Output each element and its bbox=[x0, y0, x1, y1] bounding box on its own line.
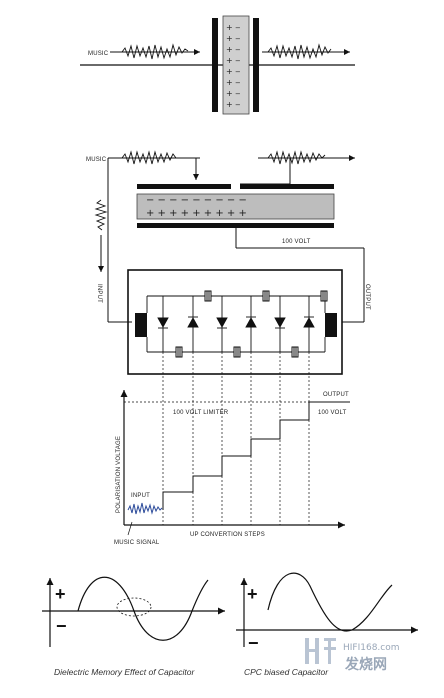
polarisation-voltage-label: POLARISATION VOLTAGE bbox=[116, 436, 122, 513]
plus-sign-right: + bbox=[247, 584, 258, 604]
top-capacitor-section: MUSIC + ‒ + ‒ + ‒ + ‒ + ‒ + ‒ + ‒ + ‒ bbox=[80, 15, 355, 115]
plus-sign-left: + bbox=[55, 584, 66, 604]
watermark-site: HIFI168.com bbox=[343, 643, 400, 653]
mid-output-waveform bbox=[267, 150, 326, 165]
sine-wave-left bbox=[77, 576, 209, 641]
svg-text:+ ‒: + ‒ bbox=[226, 78, 240, 87]
caption-right: CPC biased Capacitor bbox=[244, 667, 329, 677]
watermark-logo-icon bbox=[305, 638, 336, 664]
dielectric-block bbox=[222, 15, 250, 115]
up-conversion-label: UP CONVERTION STEPS bbox=[190, 532, 265, 538]
svg-text:+ ‒: + ‒ bbox=[226, 56, 240, 65]
svg-text:+ ‒: + ‒ bbox=[226, 34, 240, 43]
watermark-brand: 发烧网 bbox=[344, 656, 387, 673]
caption-left: Dielectric Memory Effect of Capacitor bbox=[54, 667, 195, 677]
ladder-capacitors bbox=[175, 290, 328, 358]
svg-text:− − − − − − − − −: − − − − − − − − − bbox=[146, 195, 247, 206]
memory-effect-circle bbox=[116, 597, 152, 617]
output-waveform bbox=[267, 43, 332, 60]
sine-wave-right bbox=[267, 572, 393, 632]
svg-text:+ ‒: + ‒ bbox=[226, 67, 240, 76]
input-vertical-waveform bbox=[94, 199, 108, 231]
svg-text:+ + + + + + + + +: + + + + + + + + + bbox=[146, 208, 247, 219]
music-label-top: MUSIC bbox=[88, 51, 109, 57]
bias-charges: − − − − − − − − − + + + + + + + + + bbox=[146, 195, 247, 219]
step-line bbox=[162, 401, 350, 510]
output-vertical-label: OUTPUT bbox=[364, 284, 370, 310]
top-plate-right bbox=[240, 184, 334, 189]
music-signal-waveform bbox=[127, 502, 163, 515]
biased-capacitor-section: MUSIC − − − − − − − − − + + + + + + + + … bbox=[86, 150, 370, 375]
input-vertical-label: INPUT bbox=[96, 284, 102, 303]
svg-text:+ ‒: + ‒ bbox=[226, 23, 240, 32]
biased-dielectric bbox=[136, 193, 335, 220]
input-waveform bbox=[121, 43, 189, 60]
minus-sign-left: − bbox=[56, 616, 67, 636]
input-graph-label: INPUT bbox=[131, 493, 150, 499]
hundred-volt-label: 100 VOLT bbox=[282, 239, 311, 245]
limiter-label: 100 VOLT LIMITER bbox=[173, 410, 229, 416]
watermark: HIFI168.com 发烧网 bbox=[305, 638, 400, 673]
dielectric-charges: + ‒ + ‒ + ‒ + ‒ + ‒ + ‒ + ‒ + ‒ bbox=[226, 23, 240, 109]
minus-sign-right: − bbox=[248, 633, 259, 653]
music-label-mid: MUSIC bbox=[86, 157, 107, 163]
cpc-biased-plot: + − CPC biased Capacitor bbox=[236, 572, 418, 677]
svg-text:+ ‒: + ‒ bbox=[226, 45, 240, 54]
output-graph-label: OUTPUT bbox=[323, 392, 349, 398]
svg-text:+ ‒: + ‒ bbox=[226, 100, 240, 109]
capacitor-plate-right bbox=[253, 18, 259, 112]
hundred-volt-graph-label: 100 VOLT bbox=[318, 410, 347, 416]
multiplier-box bbox=[127, 269, 343, 375]
top-plate-left bbox=[137, 184, 231, 189]
bottom-plate bbox=[137, 223, 334, 228]
dielectric-memory-plot: + − Dielectric Memory Effect of Capacito… bbox=[42, 576, 225, 677]
capacitor-plate-left bbox=[212, 18, 218, 112]
up-conversion-graph: OUTPUT 100 VOLT LIMITER 100 VOLT POLARIS… bbox=[114, 352, 350, 546]
input-terminal bbox=[135, 313, 147, 337]
svg-text:+ ‒: + ‒ bbox=[226, 89, 240, 98]
mid-input-waveform bbox=[121, 150, 177, 165]
output-terminal bbox=[325, 313, 337, 337]
diode-ladder bbox=[157, 296, 315, 352]
music-signal-label: MUSIC SIGNAL bbox=[114, 540, 160, 546]
